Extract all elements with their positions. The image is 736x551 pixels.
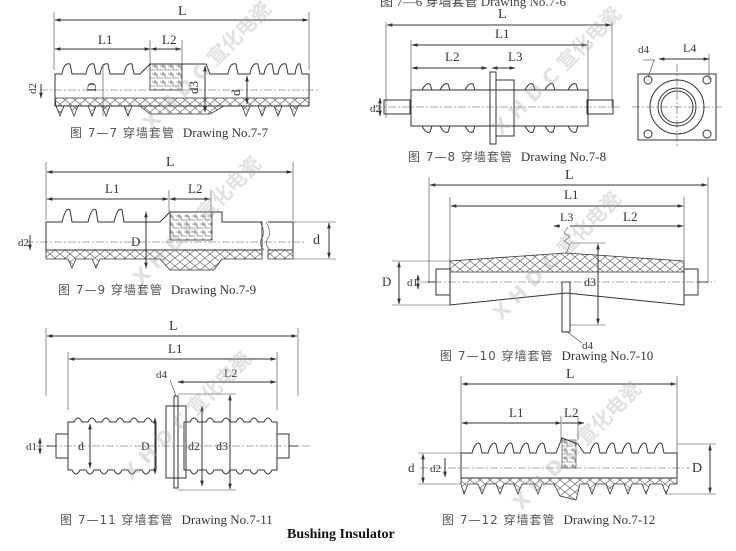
drawing-7-11: L L1 L2 d4 d1 d D d2 d3 — [26, 319, 310, 491]
drawing-7-10: L L1 L3 L2 D d1 d3 d4 — [382, 168, 715, 352]
mounting-flange — [165, 405, 187, 479]
dim-label-L2: L2 — [445, 49, 459, 64]
figure-caption: 图 7—9 穿墙套管 Drawing No.7-9 — [58, 281, 256, 298]
dim-label-d3: d3 — [216, 439, 228, 453]
dim-label-L: L — [566, 367, 575, 382]
caption-cn: 图 7—12 穿墙套管 — [442, 513, 556, 527]
caption-cn: 图 7—11 穿墙套管 — [60, 513, 174, 527]
mounting-flange — [489, 71, 497, 145]
dim-label-d2: d2 — [370, 103, 381, 115]
insulator-hatched-half — [449, 252, 685, 273]
figure-caption: 图 7—11 穿墙套管 Drawing No.7-11 — [60, 511, 273, 528]
dim-label-L: L — [178, 4, 187, 19]
mounting-flange — [561, 281, 571, 333]
figure-caption: 图 7—12 穿墙套管 Drawing No.7-12 — [442, 511, 655, 528]
figure-7-10: L L1 L3 L2 D d1 d3 d4 图 7—10 穿墙套管 Drawing… — [370, 165, 736, 365]
caption-en: Drawing No.7-11 — [181, 512, 273, 527]
dim-label-L: L — [565, 168, 574, 183]
drawing-7-7: L L1 L2 d2 D d3 d — [27, 4, 320, 118]
dim-label-d1: d1 — [26, 441, 37, 453]
dim-label-L: L — [169, 319, 178, 334]
caption-en: Drawing No.7-10 — [561, 348, 654, 363]
dim-label-d: d — [313, 233, 320, 248]
dim-label-L1: L1 — [564, 187, 578, 202]
figure-7-9: L L1 L2 d2 D d 图 7—9 穿墙套管 Drawing No.7-9 — [0, 150, 370, 310]
flange-section-hatch — [149, 63, 183, 91]
dim-label-L1: L1 — [105, 181, 119, 196]
drawing-7-8: L L1 L2 L3 d2 — [370, 7, 722, 148]
dim-label-D: D — [382, 274, 391, 289]
dim-label-L4: L4 — [683, 41, 696, 55]
dim-label-d2: d2 — [188, 439, 200, 453]
dim-label-L1: L1 — [168, 341, 182, 356]
dim-label-d: d — [228, 89, 243, 96]
dim-label-L2: L2 — [162, 32, 176, 47]
caption-en: Drawing No.7-12 — [563, 512, 656, 527]
dim-label-D: D — [141, 439, 150, 453]
figure-7-8: L L1 L2 L3 d2 — [370, 0, 736, 170]
caption-cn: 图 7—9 穿墙套管 — [58, 283, 163, 297]
caption-cn: 图 7—7 穿墙套管 — [70, 126, 175, 140]
figure-caption: 图 7—10 穿墙套管 Drawing No.7-10 — [440, 347, 653, 364]
page-footer-title: Bushing Insulator — [287, 527, 395, 542]
dim-label-L: L — [498, 7, 507, 22]
dim-label-d2: d2 — [18, 237, 29, 249]
dim-label-d4: d4 — [638, 44, 650, 56]
drawing-7-9: L L1 L2 d2 D d — [18, 155, 336, 271]
caption-cn: 图 7—8 穿墙套管 — [408, 150, 513, 164]
dim-label-d4: d4 — [156, 369, 168, 381]
caption-en: Drawing No.7-9 — [170, 282, 257, 297]
dim-label-d3: d3 — [186, 81, 201, 94]
dim-label-d: d — [78, 439, 84, 453]
caption-cn: 图 7—10 穿墙套管 — [440, 349, 554, 363]
dim-label-L3: L3 — [508, 49, 522, 64]
dim-label-D: D — [131, 234, 140, 249]
dim-label-d3: d3 — [584, 275, 596, 289]
previous-figure-caption-cut: 图 7—6 穿墙套管 Drawing No.7-6 — [380, 0, 566, 9]
dim-label-D: D — [84, 83, 99, 92]
dim-label-L2: L2 — [564, 405, 578, 420]
dim-label-d: d — [408, 460, 415, 475]
figure-7-7: L L1 L2 d2 D d3 d 图 7—7 穿墙套管 Drawing No.7… — [0, 0, 370, 150]
dim-label-L: L — [166, 155, 175, 170]
dim-label-L1: L1 — [98, 32, 112, 47]
dim-label-L1: L1 — [495, 26, 509, 41]
dim-label-L2: L2 — [224, 366, 237, 380]
figure-caption: 图 7—7 穿墙套管 Drawing No.7-7 — [70, 124, 268, 141]
dim-label-D: D — [692, 461, 702, 476]
figure-7-12: L L1 L2 d d2 D 图 7—12 穿墙套管 Drawing No.7-1… — [370, 360, 736, 530]
dim-label-d1: d1 — [407, 277, 418, 289]
caption-en: Drawing No.7-8 — [520, 149, 607, 164]
dim-label-d2: d2 — [430, 463, 441, 475]
figure-caption: 图 7—8 穿墙套管 Drawing No.7-8 — [408, 148, 606, 165]
dim-label-L2: L2 — [188, 181, 202, 196]
caption-en: Drawing No.7-7 — [182, 125, 269, 140]
dim-label-L3: L3 — [560, 210, 573, 224]
figure-7-11: L L1 L2 d4 d1 d D d2 d3 图 7—11 穿墙套管 Drawi… — [0, 310, 370, 528]
drawing-7-12: L L1 L2 d d2 D — [408, 367, 716, 501]
dim-label-d4: d4 — [582, 340, 594, 352]
dim-label-L2: L2 — [623, 209, 637, 224]
dim-label-d2: d2 — [27, 83, 39, 94]
dim-label-L1: L1 — [509, 405, 523, 420]
